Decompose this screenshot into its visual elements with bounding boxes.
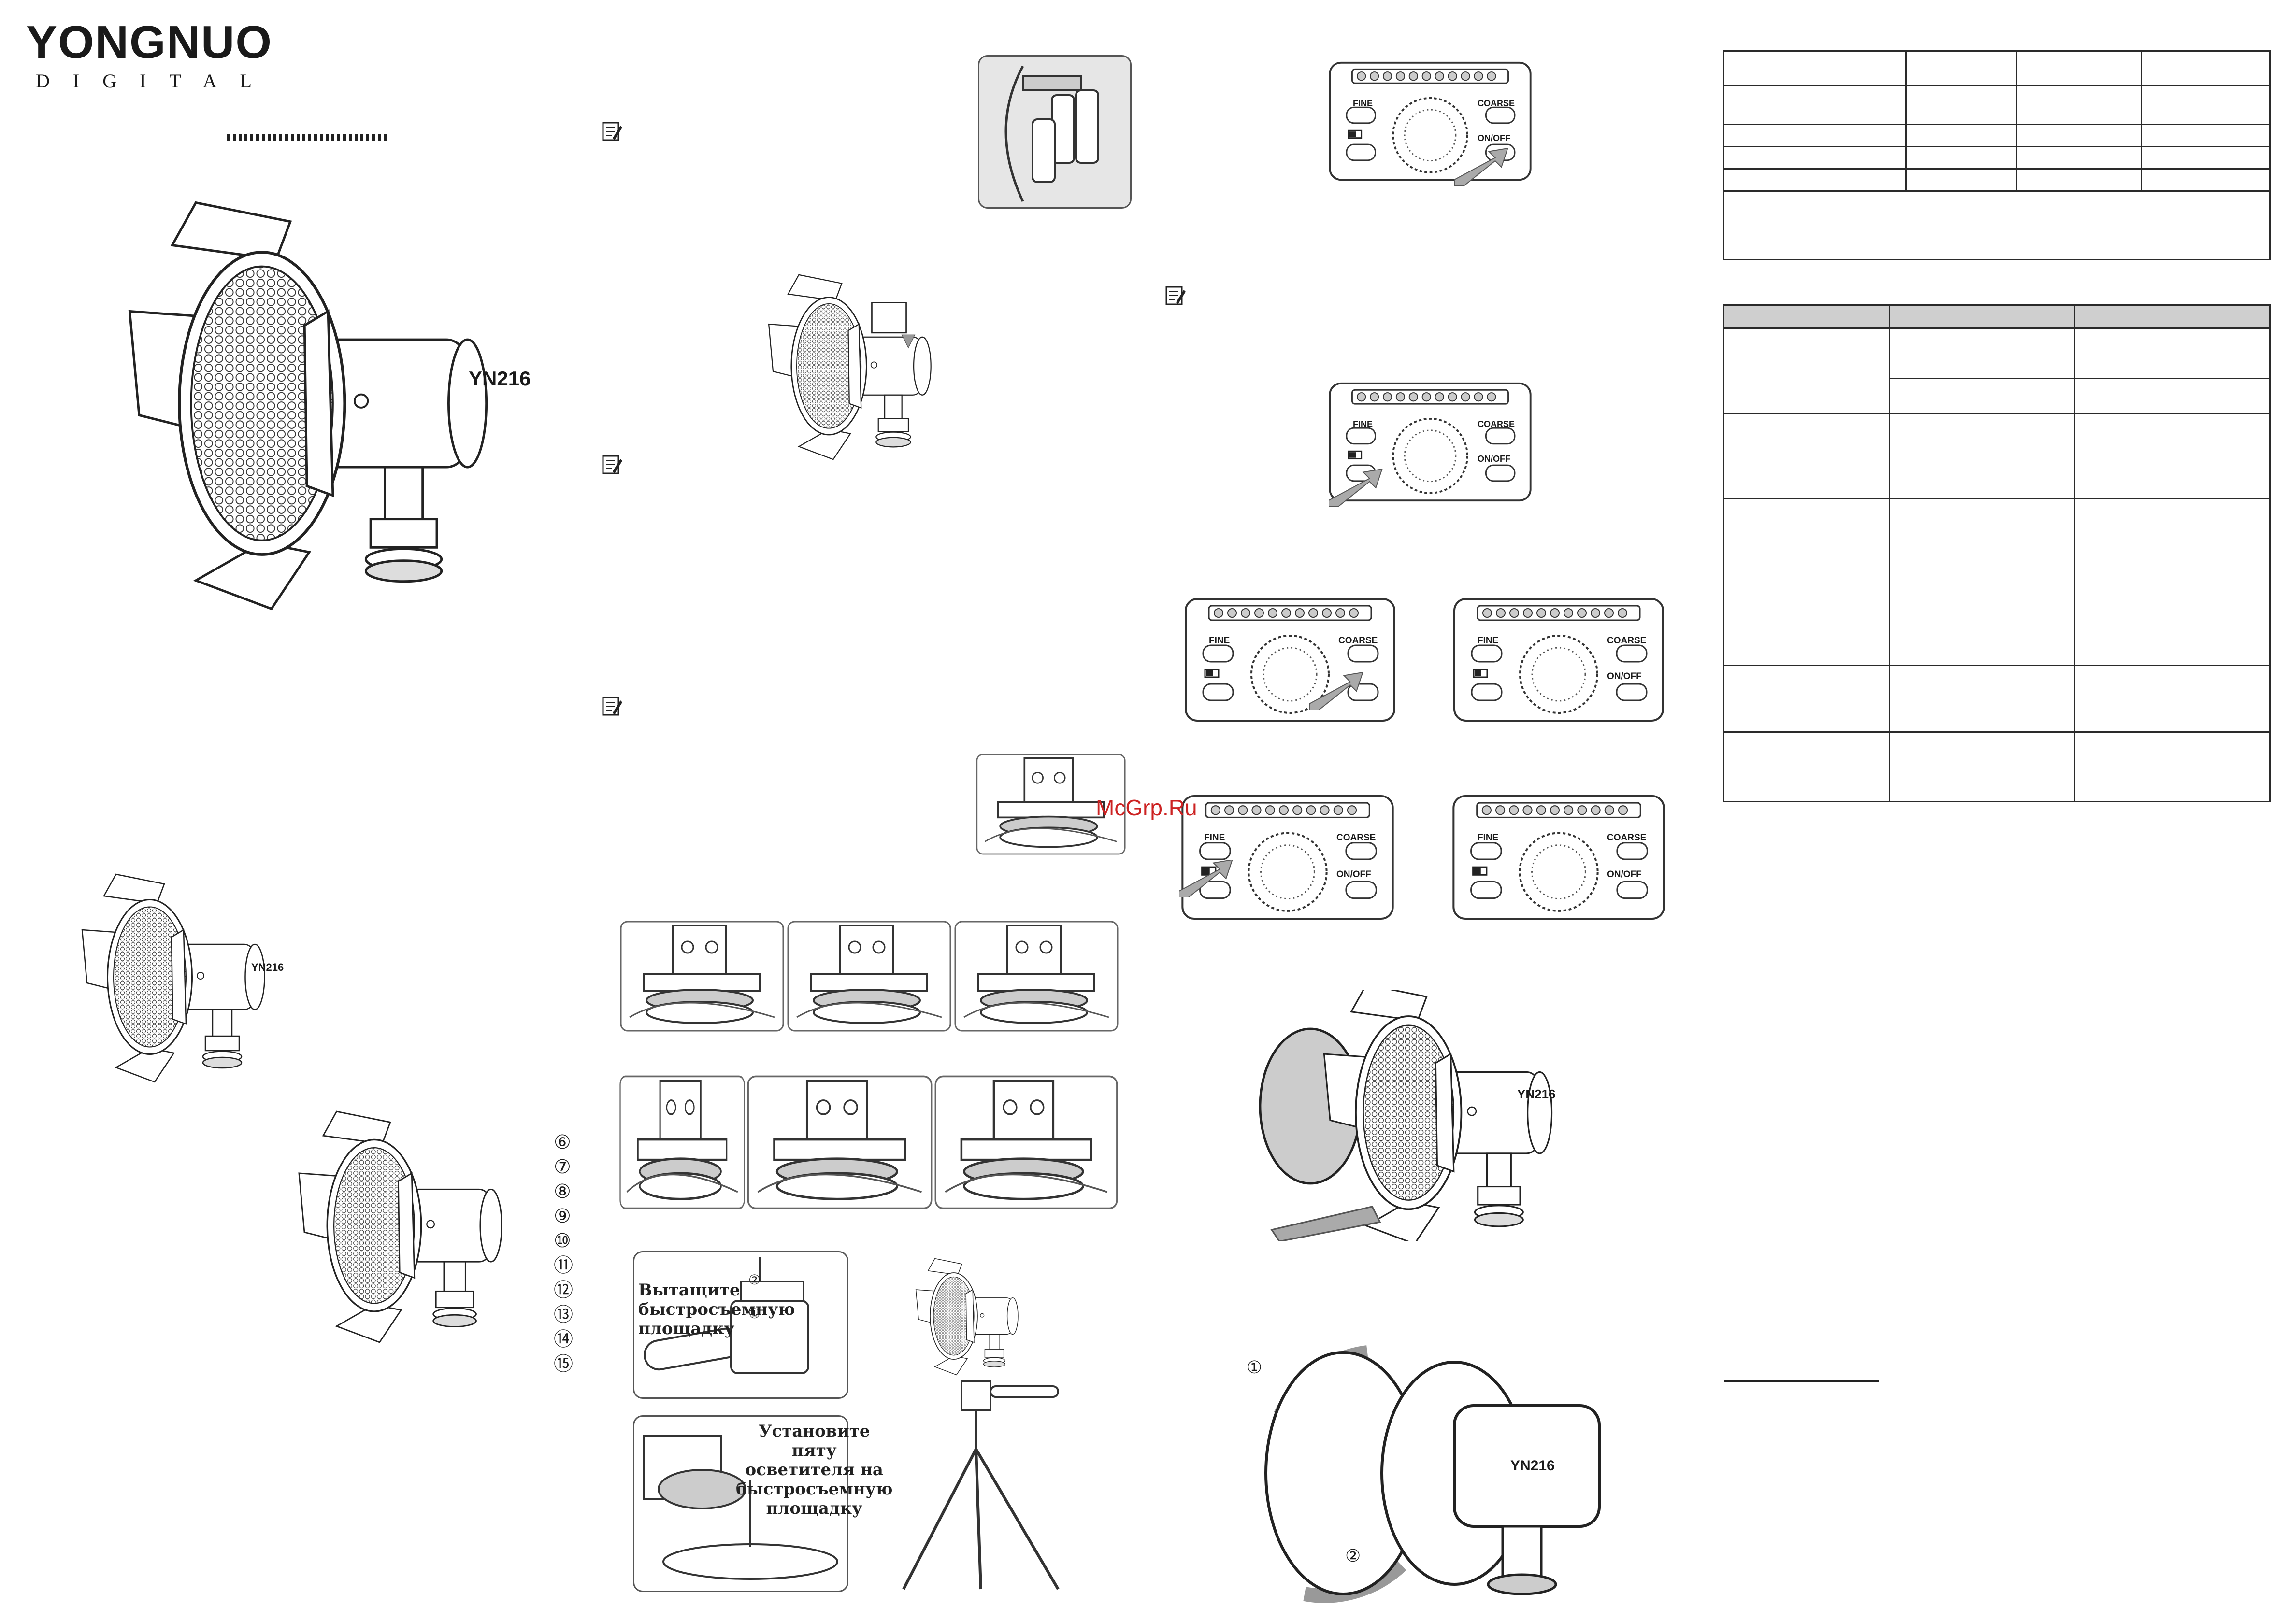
step-two: ② xyxy=(748,1272,761,1287)
callout-7: ⑦ xyxy=(554,1156,571,1178)
mount-step-3 xyxy=(954,921,1119,1032)
foot-plate-figure: Установите пяту осветителя на быстросъем… xyxy=(633,1415,892,1592)
control-panel-fine-dial: FINE COARSE ON/OFF xyxy=(1448,794,1670,921)
mount-step-6 xyxy=(934,1075,1118,1209)
callout-13: ⑬ xyxy=(554,1304,573,1326)
lamp-rear-figure xyxy=(266,1106,536,1348)
callout-9: ⑨ xyxy=(554,1205,571,1227)
onoff-label: ON/OFF xyxy=(1336,869,1371,880)
onoff-label: ON/OFF xyxy=(1607,869,1642,880)
note-icon xyxy=(1164,285,1186,306)
callout-15: ⑮ xyxy=(554,1353,573,1375)
coarse-label: COARSE xyxy=(1607,833,1647,843)
mount-step-2 xyxy=(787,921,952,1032)
step-one-marker: ① xyxy=(1247,1357,1263,1377)
lamp-diffuser-figure: YN216 xyxy=(1256,990,1565,1241)
fine-label: FINE xyxy=(1353,99,1373,108)
brand-sub: DIGITAL xyxy=(36,70,275,92)
lamp-battery-figure xyxy=(744,270,957,464)
mount-step-4 xyxy=(619,1075,745,1209)
watermark: McGrp.Ru xyxy=(1096,795,1197,820)
callout-11: ⑪ xyxy=(554,1254,573,1277)
model-label: YN216 xyxy=(469,367,531,390)
control-panel-coarse-dial: FINE COARSE ON/OFF xyxy=(1448,597,1670,723)
fine-label: FINE xyxy=(1209,636,1230,646)
note-icon xyxy=(601,454,622,475)
fine-label: FINE xyxy=(1478,636,1499,646)
brand-logo: YONGNUO DIGITAL xyxy=(26,19,275,92)
barn-door-removal-figure: ① ② YN216 xyxy=(1247,1343,1633,1604)
lamp-side-figure: YN216 xyxy=(43,869,304,1087)
tripod-figure xyxy=(894,1256,1077,1594)
step-two-marker: ② xyxy=(1345,1546,1361,1565)
mount-foot-label: Установите пяту осветителя на быстросъем… xyxy=(736,1422,893,1518)
model-label-small: YN216 xyxy=(251,961,284,973)
onoff-label: ON/OFF xyxy=(1478,133,1510,143)
callout-14: ⑭ xyxy=(554,1328,573,1351)
control-panel-battery: FINE COARSE ON/OFF xyxy=(1324,382,1536,502)
fine-label: FINE xyxy=(1478,833,1499,843)
callout-12: ⑫ xyxy=(554,1279,573,1301)
spec-table xyxy=(1723,50,2271,260)
onoff-label: ON/OFF xyxy=(1607,671,1642,682)
callout-10: ⑩ xyxy=(554,1230,571,1252)
control-panel-coarse-press: FINE COARSE xyxy=(1179,597,1401,723)
pull-plate-label: Вытащите быстросъемную площадку xyxy=(638,1281,795,1338)
note-icon xyxy=(601,121,622,142)
control-panel-onoff: FINE COARSE ON/OFF xyxy=(1324,61,1536,182)
tripod-head-figure: Вытащите быстросъемную площадку ② ① xyxy=(633,1251,848,1399)
step-one: ① xyxy=(748,1306,761,1321)
coarse-label: COARSE xyxy=(1478,419,1515,429)
note-icon xyxy=(601,696,622,717)
coarse-label: COARSE xyxy=(1478,99,1515,108)
model-label-removal: YN216 xyxy=(1510,1458,1555,1474)
callout-6: ⑥ xyxy=(554,1131,571,1153)
brand-name: YONGNUO xyxy=(26,16,273,68)
footnote-divider xyxy=(1724,1380,1879,1382)
coarse-label: COARSE xyxy=(1336,833,1376,843)
troubleshooting-table xyxy=(1723,304,2271,802)
mount-step-5 xyxy=(747,1075,933,1209)
fine-label: FINE xyxy=(1353,419,1373,429)
fine-label: FINE xyxy=(1204,833,1225,843)
battery-compartment-figure xyxy=(978,55,1132,209)
title-placeholder-line xyxy=(227,134,387,141)
onoff-label: ON/OFF xyxy=(1478,454,1510,464)
coarse-label: COARSE xyxy=(1607,636,1647,646)
mount-step-1 xyxy=(619,921,785,1032)
callout-8: ⑧ xyxy=(554,1181,571,1203)
coarse-label: COARSE xyxy=(1338,636,1378,646)
main-lamp-figure: YN216 xyxy=(87,193,531,618)
callout-list: ⑥ ⑦ ⑧ ⑨ ⑩ ⑪ ⑫ ⑬ ⑭ ⑮ xyxy=(554,1130,573,1377)
control-panel-fine-press: FINE COARSE ON/OFF xyxy=(1174,794,1401,921)
model-label-diffuser: YN216 xyxy=(1517,1087,1556,1101)
